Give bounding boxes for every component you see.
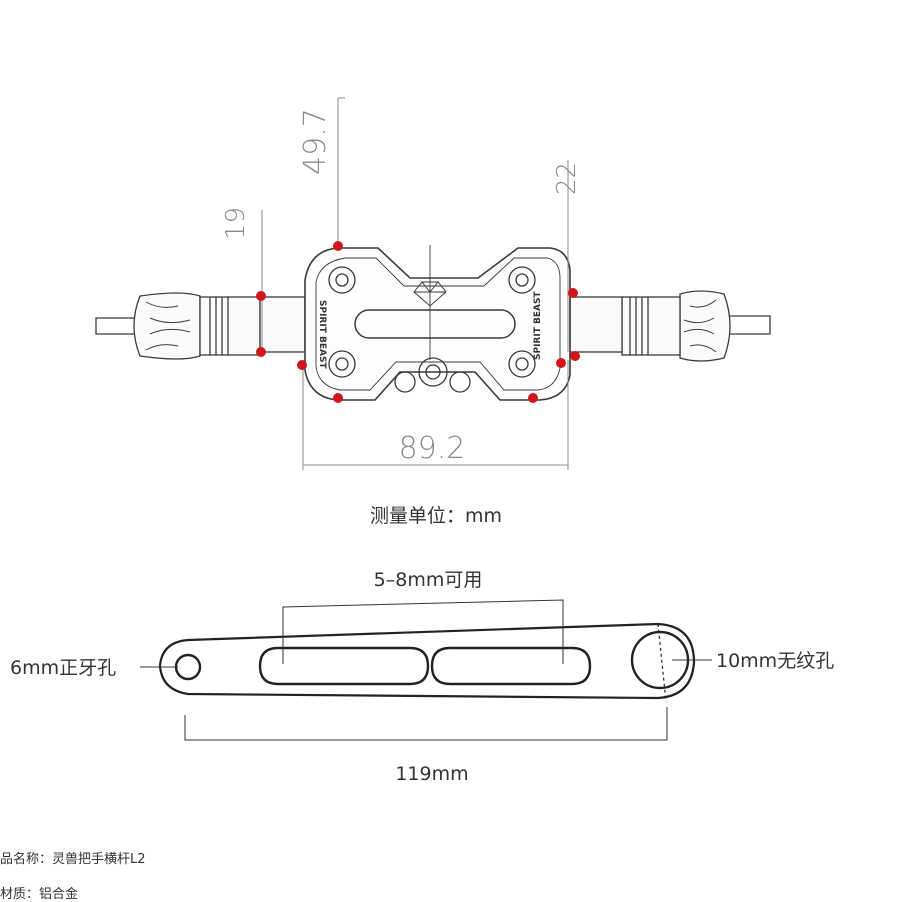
marker-dot — [333, 393, 343, 403]
right-hole-label: 10mm无纹孔 — [716, 650, 834, 672]
bolt-hole-top-left — [328, 266, 356, 294]
slot-right — [430, 646, 592, 686]
crossbar-dimension-lines — [140, 599, 712, 741]
center-slot — [354, 309, 516, 339]
left-bar-tube — [199, 296, 261, 356]
dimension-height-right: 22 — [552, 162, 582, 195]
brand-mark-left: SPIRIT BEAST — [317, 300, 327, 369]
mount-hole-center — [418, 357, 448, 387]
right-bar-end-tab — [727, 315, 771, 335]
left-hole-label: 6mm正牙孔 — [10, 657, 116, 679]
clamp-body — [304, 247, 571, 401]
slot-range-label: 5–8mm可用 — [374, 569, 483, 591]
marker-dot — [556, 358, 566, 368]
marker-dot — [256, 347, 266, 357]
product-material-line: 材质：铝合金 — [0, 887, 79, 902]
marker-dot — [333, 241, 343, 251]
marker-dot — [568, 288, 578, 298]
right-bar-tube — [621, 296, 681, 356]
unit-note: 测量单位：mm — [370, 505, 502, 527]
crossbar-drawing — [158, 622, 696, 703]
brand-mark-right: SPIRIT BEAST — [533, 291, 543, 360]
bolt-hole-bottom-left — [328, 350, 356, 378]
bar-length-label: 119mm — [395, 763, 468, 785]
mount-hole-left — [394, 371, 416, 393]
dimension-height-main: 49.7 — [298, 108, 333, 175]
bolt-hole-top-right — [508, 266, 536, 294]
crossbar-outline — [158, 622, 696, 700]
dimension-lines — [261, 97, 569, 470]
product-name-line: 品名称：灵兽把手横杆L2 — [0, 852, 146, 867]
hole-6mm — [174, 653, 202, 681]
marker-dot — [528, 393, 538, 403]
dimension-height-left: 19 — [221, 207, 251, 240]
right-bar-end — [679, 290, 731, 362]
measurement-markers — [256, 241, 580, 403]
marker-dot — [256, 291, 266, 301]
marker-dot — [570, 351, 580, 361]
clamp-drawing — [95, 245, 771, 401]
dimension-width: 89.2 — [399, 431, 466, 466]
slot-left — [258, 646, 430, 686]
diamond-logo-icon — [413, 281, 447, 307]
marker-dot — [297, 360, 307, 370]
bolt-hole-bottom-right — [508, 350, 536, 378]
left-bar-end — [133, 292, 201, 360]
mount-hole-right — [449, 371, 471, 393]
